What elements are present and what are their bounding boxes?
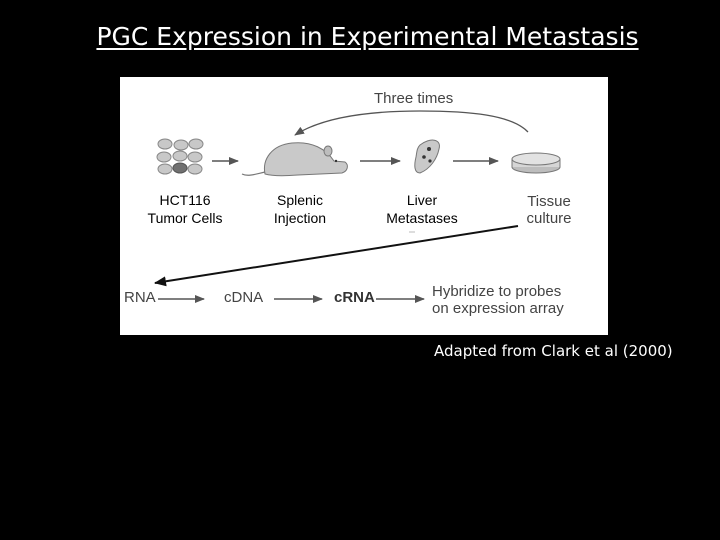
loop-label: Three times [374,90,454,107]
pipeline-hybridize: Hybridize to probes on expression array [432,283,564,317]
workflow-figure: Three times HCT116 Tumor Cells Splenic I… [120,77,608,335]
arrow-culture-to-rna [154,225,519,287]
step-label-liver-metastases: Liver Metastases [386,192,458,226]
slide-title: PGC Expression in Experimental Metastasi… [96,22,639,51]
step-label-tumor-cells: HCT116 Tumor Cells [147,192,223,226]
culture-dish-icon [511,152,561,174]
loop-arrow [294,110,529,136]
pipeline-rna: RNA [124,289,156,306]
workflow-graphics [154,110,561,303]
pipeline-crna: cRNA [334,289,375,306]
mouse-icon [241,142,348,177]
step-label-splenic-injection: Splenic Injection [273,192,327,226]
pipeline-cdna: cDNA [224,289,264,306]
source-caption: Adapted from Clark et al (2000) [434,342,673,360]
liver-metastasis-icon [414,139,440,174]
step-label-tissue-culture: Tissue culture [526,193,572,227]
tumor-cells-icon [156,138,204,175]
